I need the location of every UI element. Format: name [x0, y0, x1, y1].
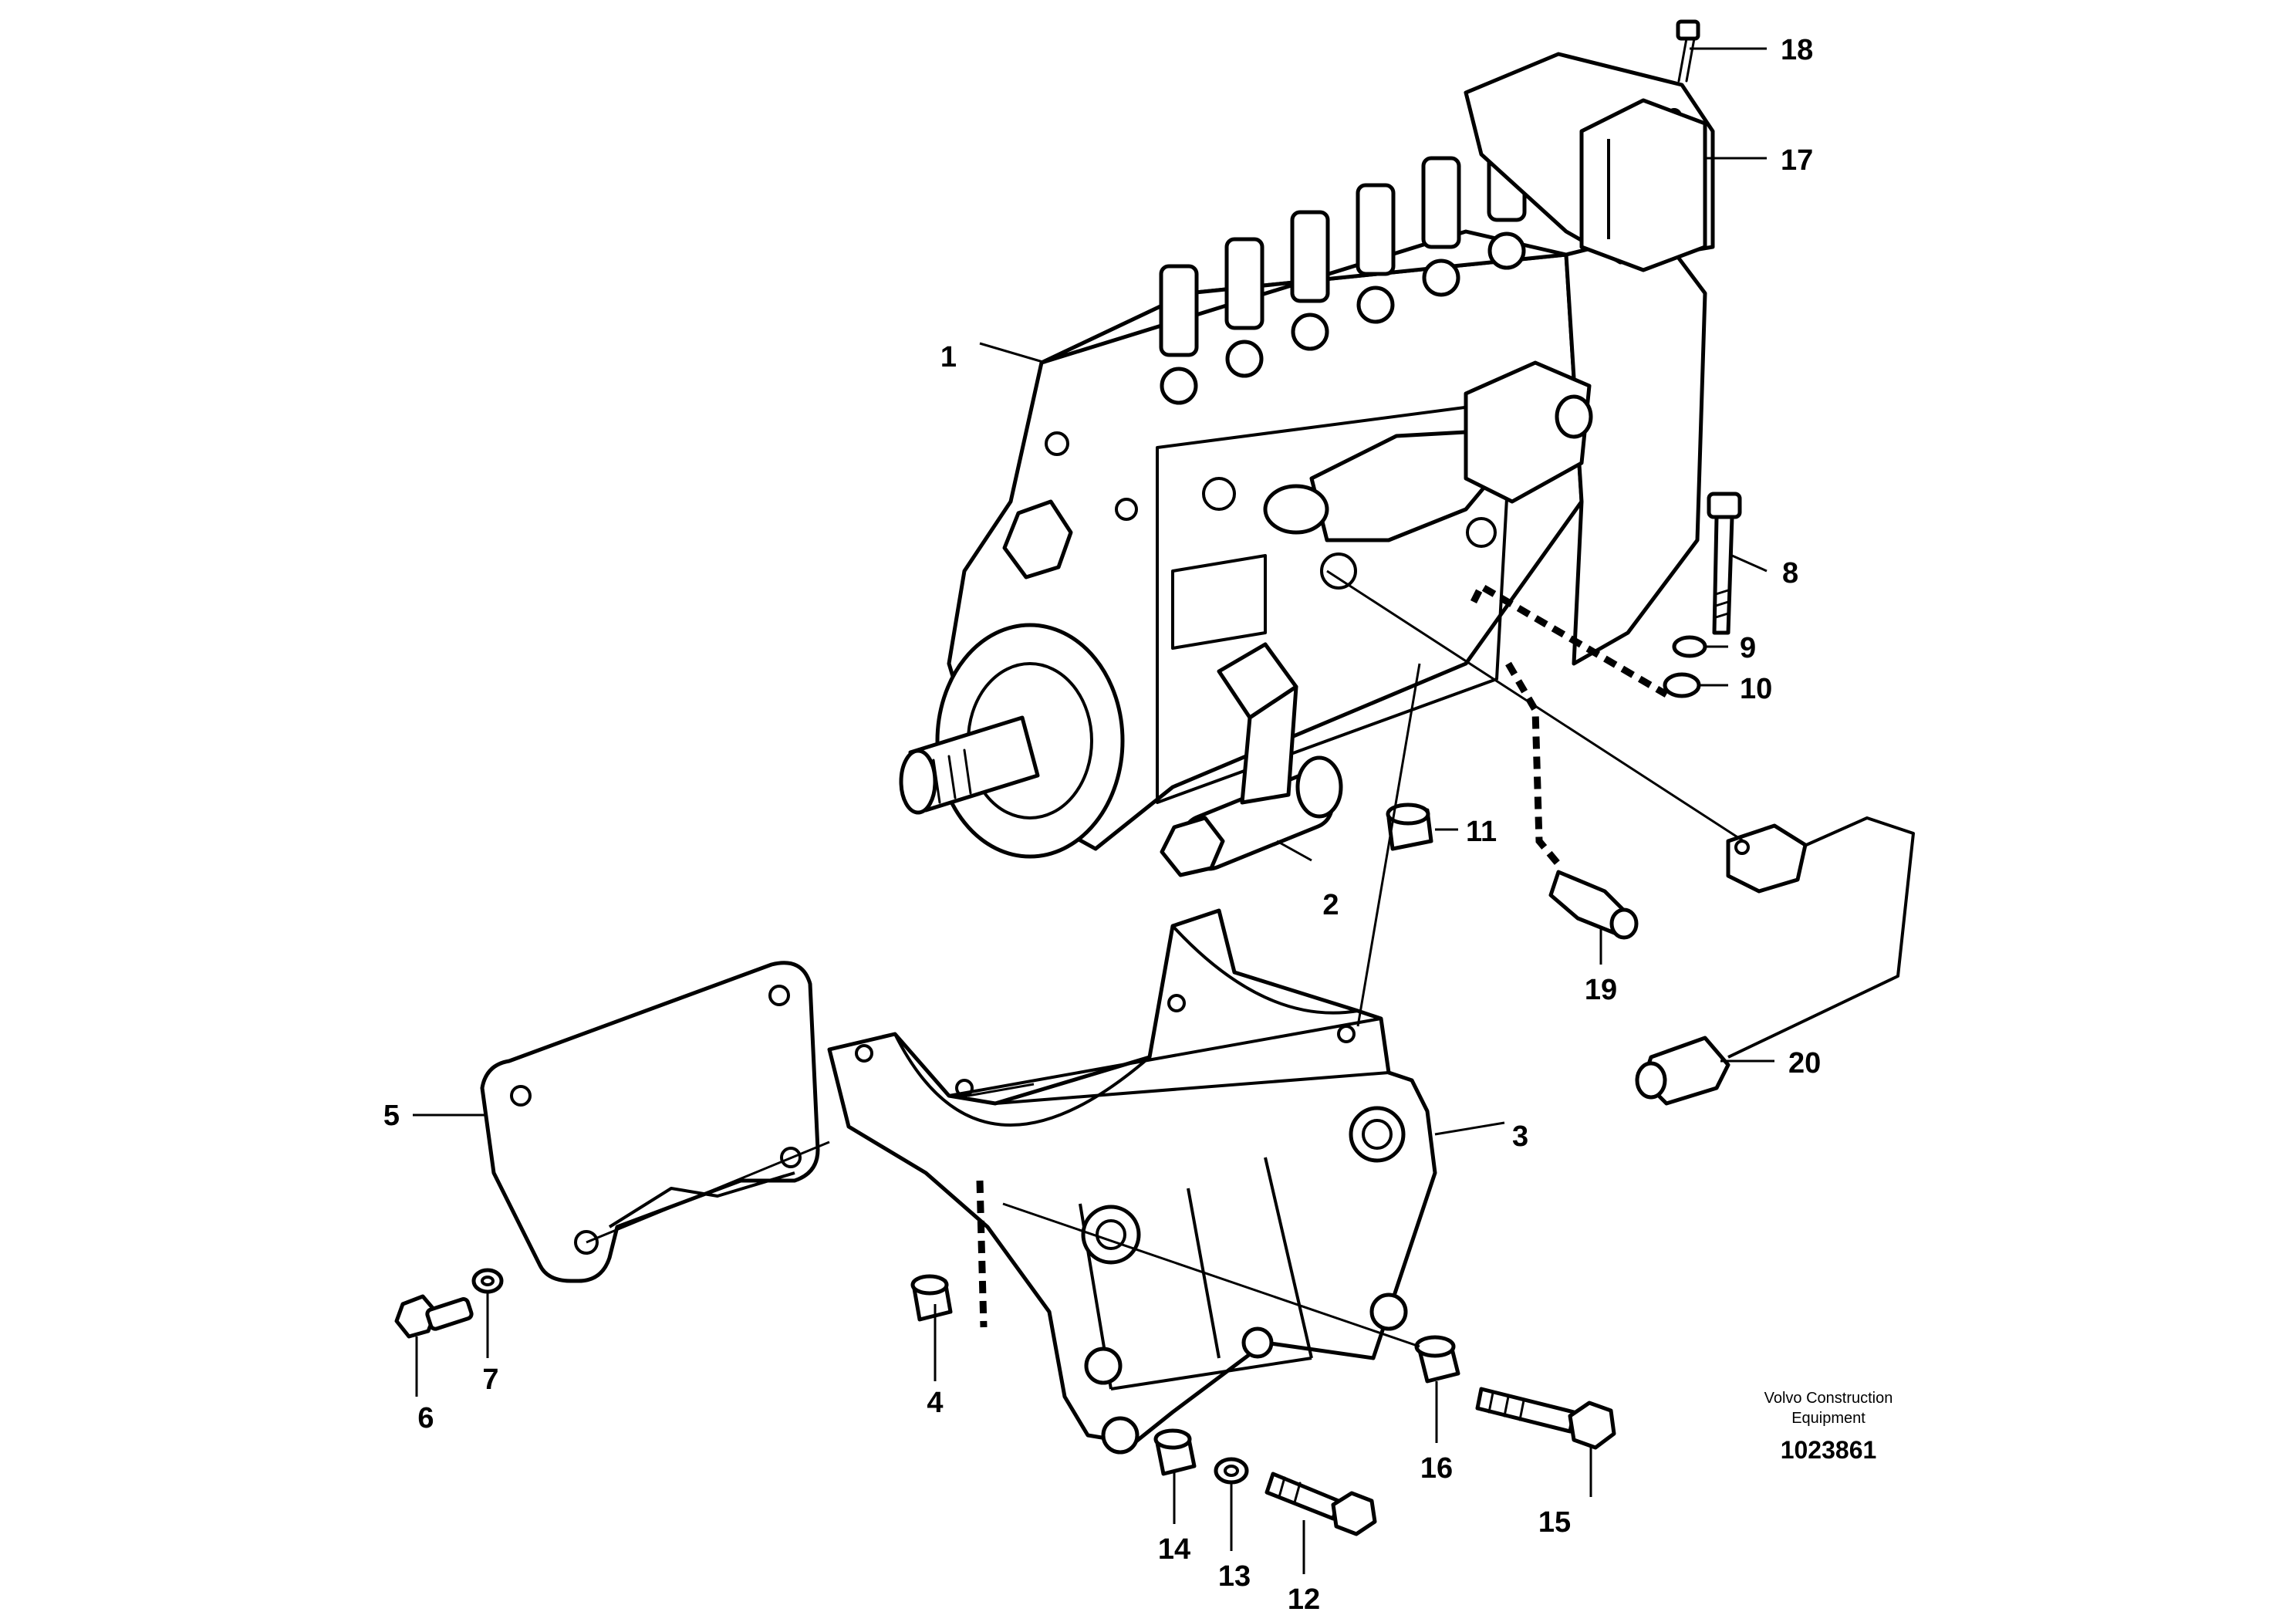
bolt-8[interactable] — [1707, 492, 1742, 635]
callout-10: 10 — [1740, 673, 1772, 705]
callout-9: 9 — [1740, 632, 1756, 664]
document-number: 1023861 — [1781, 1436, 1877, 1464]
callout-20: 20 — [1788, 1047, 1821, 1080]
washer-13[interactable] — [1214, 1457, 1249, 1485]
wire-harness-a — [1470, 581, 1669, 698]
pump-bracket[interactable] — [827, 908, 1437, 1455]
callout-1: 1 — [940, 341, 957, 373]
sleeve-16[interactable] — [1414, 1335, 1460, 1384]
callout-6: 6 — [417, 1402, 434, 1434]
callout-13: 13 — [1218, 1560, 1251, 1593]
bolt-12[interactable] — [1264, 1472, 1377, 1536]
mounting-plate[interactable] — [480, 961, 820, 1283]
callout-18: 18 — [1781, 34, 1813, 66]
callout-leaders — [413, 47, 1774, 1574]
callout-11: 11 — [1466, 816, 1497, 848]
sensor-19[interactable] — [1548, 870, 1639, 940]
sensor-flange[interactable] — [1726, 823, 1808, 894]
callout-12: 12 — [1288, 1583, 1320, 1616]
sleeve-4[interactable] — [910, 1274, 953, 1322]
callout-15: 15 — [1538, 1506, 1571, 1539]
bolt-15[interactable] — [1475, 1387, 1616, 1450]
bolt-6[interactable] — [394, 1294, 474, 1339]
callout-numbers: 1 2 3 4 5 6 7 8 9 10 11 12 13 14 15 16 1… — [383, 34, 1821, 1616]
banjo-fitting[interactable] — [1160, 642, 1343, 877]
callout-14: 14 — [1158, 1533, 1190, 1566]
screw-18[interactable] — [1676, 19, 1700, 83]
callout-2: 2 — [1322, 889, 1339, 921]
callout-5: 5 — [383, 1100, 400, 1132]
washer-9[interactable] — [1672, 635, 1707, 658]
callout-17: 17 — [1781, 144, 1813, 177]
callout-16: 16 — [1420, 1452, 1453, 1485]
callout-8: 8 — [1782, 557, 1798, 590]
washer-7[interactable] — [471, 1268, 504, 1294]
callout-19: 19 — [1585, 974, 1617, 1006]
callout-4: 4 — [927, 1387, 943, 1419]
cover-17[interactable] — [1579, 98, 1707, 272]
sensor-20[interactable] — [1635, 816, 1915, 1106]
callout-7: 7 — [482, 1363, 498, 1396]
assembly-lines — [586, 569, 1744, 1348]
sleeve-11[interactable] — [1386, 803, 1433, 851]
washer-10[interactable] — [1663, 672, 1701, 698]
footer-branding: Volvo Construction Equipment 1023861 — [1764, 1390, 1893, 1464]
sleeve-14[interactable] — [1153, 1428, 1197, 1476]
brand-line-2: Equipment — [1791, 1410, 1866, 1427]
wire-harness-c — [976, 1180, 988, 1328]
callout-3: 3 — [1512, 1120, 1528, 1153]
brand-line-1: Volvo Construction — [1764, 1390, 1893, 1407]
wire-harness-b — [1505, 661, 1562, 867]
